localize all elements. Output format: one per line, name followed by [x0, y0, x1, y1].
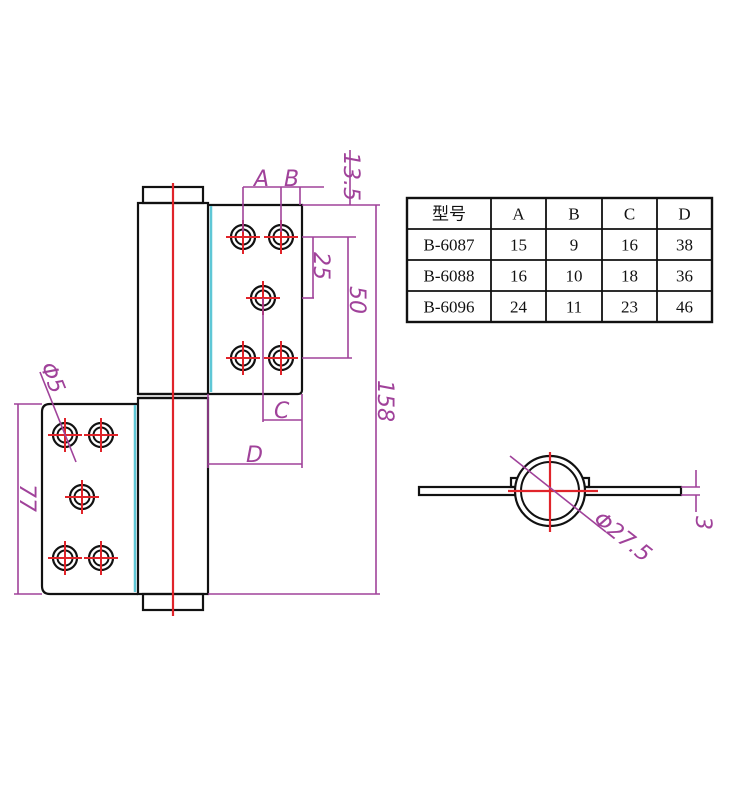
table-header-cell: 型号 [432, 205, 466, 224]
dimension-thickness-label: 3 [690, 516, 715, 530]
leaf-edge-highlights [133, 206, 213, 592]
dimension-barrel-dia-label: Φ27.5 [588, 507, 656, 568]
left-leaf [40, 402, 138, 596]
table-cell: 9 [570, 236, 579, 255]
table-header-cell: A [512, 205, 525, 224]
hinge-top-view: Φ27.5 3 [417, 452, 715, 568]
table-cell: 38 [676, 236, 693, 255]
dimension-hole-span-label: 50 [344, 286, 369, 314]
screw-hole [84, 541, 118, 575]
table-cell: 24 [510, 298, 528, 317]
table-cell: 15 [510, 236, 527, 255]
right-leaf [208, 203, 304, 396]
table-header-cell: D [678, 205, 690, 224]
table-cell: 16 [510, 267, 527, 286]
table-cell: 16 [621, 236, 638, 255]
table-header-cell: B [568, 205, 579, 224]
dimension-total-height-label: 158 [372, 380, 397, 422]
dimension-d-label: D [246, 443, 263, 468]
table-cell: 46 [676, 298, 693, 317]
dimension-offset-label: 13.5 [338, 152, 363, 201]
dimension-b-label: B [284, 167, 299, 192]
dimension-leaf-height-label: 77 [14, 484, 39, 512]
screw-hole [84, 418, 118, 452]
table-header-cell: C [624, 205, 635, 224]
table-cell: B-6087 [424, 236, 476, 255]
table-cell: 23 [621, 298, 638, 317]
barrel-dia-leader [509, 455, 607, 533]
screw-hole [48, 541, 82, 575]
screw-hole [226, 341, 260, 375]
table-cell: 18 [621, 267, 638, 286]
dimension-lines [14, 150, 380, 595]
dimension-hole-dia-label: Φ5 [34, 359, 69, 397]
table-cell: B-6088 [424, 267, 475, 286]
screw-hole [65, 480, 99, 514]
table-cell: 36 [676, 267, 693, 286]
screw-hole [264, 341, 298, 375]
table-cell: 10 [566, 267, 583, 286]
table-cell: 11 [566, 298, 582, 317]
table-cell: B-6096 [424, 298, 475, 317]
spec-table: 型号 A B C D B-6087 15 9 16 38B-6088 16 10 18 36B-6096 2… [405, 196, 714, 324]
dimension-c-label: C [274, 399, 290, 424]
dimension-a-label: A [252, 167, 269, 192]
dimension-hole-pitch-label: 25 [308, 252, 333, 280]
